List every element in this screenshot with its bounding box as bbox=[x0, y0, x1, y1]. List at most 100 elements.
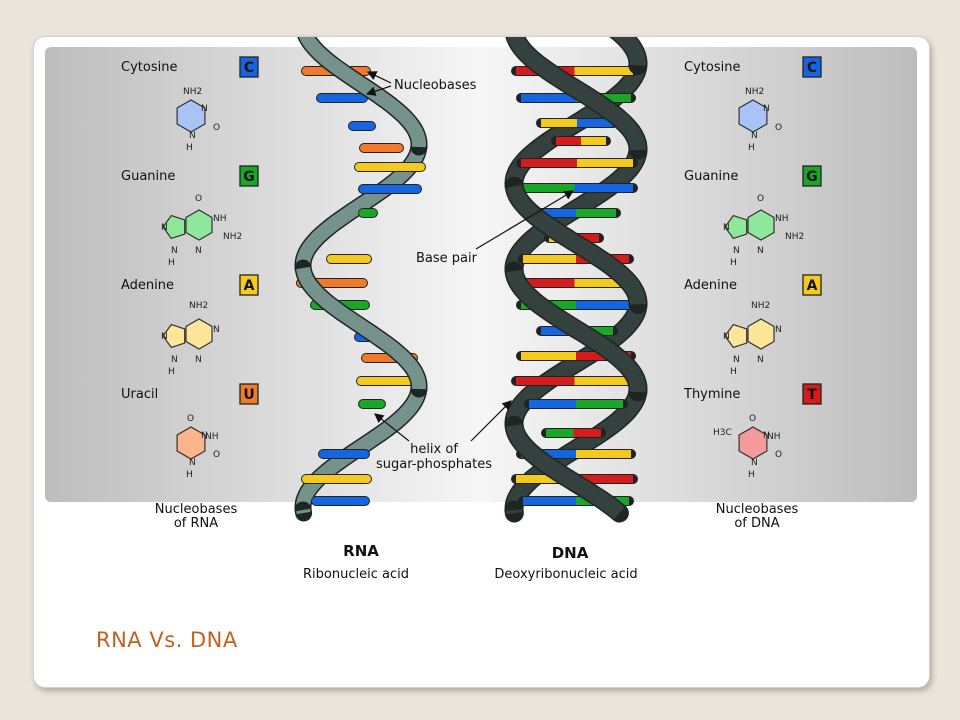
dna-badge-letter: T bbox=[807, 387, 817, 403]
atom-label: N bbox=[763, 431, 770, 441]
rna-name-uracil: Uracil bbox=[121, 387, 158, 402]
rna-badge-letter: C bbox=[244, 60, 254, 76]
rna-name-adenine: Adenine bbox=[121, 278, 174, 293]
atom-label: H bbox=[730, 367, 737, 377]
rna-badge-C bbox=[239, 56, 259, 78]
purine-six-ring bbox=[747, 318, 775, 350]
dna-badge-A bbox=[802, 274, 822, 296]
atom-label: N bbox=[161, 332, 168, 342]
atom-label: NH bbox=[213, 214, 227, 224]
rna-heading: of RNA bbox=[174, 516, 218, 531]
dna-badge-C bbox=[802, 56, 822, 78]
atom-label: N bbox=[763, 104, 770, 114]
atom-label: N bbox=[723, 332, 730, 342]
atom-label: H3C bbox=[713, 428, 732, 438]
dna-badge-G bbox=[802, 165, 822, 187]
atom-label: NH2 bbox=[189, 301, 208, 311]
atom-label: N bbox=[213, 325, 220, 335]
atom-label: H bbox=[168, 367, 175, 377]
rna-title: RNA bbox=[343, 542, 379, 560]
rna-subtitle: Ribonucleic acid bbox=[303, 567, 409, 582]
dna-name-adenine: Adenine bbox=[684, 278, 737, 293]
atom-label: N bbox=[171, 355, 178, 365]
rna-backbone bbox=[296, 508, 311, 515]
rna-badge-letter: A bbox=[244, 278, 255, 294]
atom-label: O bbox=[213, 450, 220, 460]
dna-backbone-b bbox=[506, 184, 646, 305]
purine-five-ring bbox=[724, 323, 748, 349]
base-pair-annotation: Base pair bbox=[416, 251, 478, 266]
pyrimidine-ring bbox=[176, 426, 206, 460]
dna-name-cytosine: Cytosine bbox=[684, 60, 740, 75]
pyrimidine-ring bbox=[176, 99, 206, 133]
atom-label: NH2 bbox=[745, 87, 764, 97]
dna-name-guanine: Guanine bbox=[684, 169, 738, 184]
rna-heading: Nucleobases bbox=[155, 502, 238, 517]
dna-heading: of DNA bbox=[734, 516, 779, 531]
atom-label: O bbox=[213, 123, 220, 133]
atom-label: O bbox=[757, 194, 764, 204]
purine-five-ring bbox=[162, 323, 186, 349]
rna-name-cytosine: Cytosine bbox=[121, 60, 177, 75]
atom-label: H bbox=[168, 258, 175, 268]
atom-label: NH2 bbox=[223, 232, 242, 242]
dna-name-thymine: Thymine bbox=[683, 387, 740, 402]
dna-backbone-b bbox=[506, 424, 625, 520]
atom-label: N bbox=[751, 131, 758, 141]
atom-label: O bbox=[749, 414, 756, 424]
atom-label: H bbox=[748, 143, 755, 153]
atom-label: N bbox=[733, 246, 740, 256]
atom-label: NH2 bbox=[751, 301, 770, 311]
purine-six-ring bbox=[747, 209, 775, 241]
dna-backbone-b bbox=[505, 303, 646, 426]
atom-label: NH2 bbox=[785, 232, 804, 242]
dna-badge-T bbox=[802, 383, 822, 405]
purine-six-ring bbox=[185, 318, 213, 350]
pyrimidine-ring bbox=[738, 426, 768, 460]
rna-backbone bbox=[296, 266, 427, 390]
atom-label: NH bbox=[767, 432, 781, 442]
atom-label: N bbox=[195, 246, 202, 256]
purine-five-ring bbox=[724, 214, 748, 240]
dna-title: DNA bbox=[552, 544, 589, 562]
atom-label: O bbox=[195, 194, 202, 204]
atom-label: N bbox=[201, 104, 208, 114]
dna-badge-letter: A bbox=[807, 278, 818, 294]
atom-label: N bbox=[189, 131, 196, 141]
atom-label: N bbox=[751, 458, 758, 468]
nucleobases-annotation: Nucleobases bbox=[394, 78, 477, 93]
atom-label: N bbox=[757, 355, 764, 365]
atom-label: H bbox=[186, 143, 193, 153]
atom-label: N bbox=[723, 223, 730, 233]
helix-annotation: sugar-phosphates bbox=[376, 457, 492, 472]
atom-label: NH2 bbox=[183, 87, 202, 97]
atom-label: N bbox=[195, 355, 202, 365]
atom-label: O bbox=[775, 450, 782, 460]
arrow-to-nucleobase bbox=[365, 85, 392, 96]
dna-backbone-a bbox=[507, 37, 646, 151]
rna-badge-U bbox=[239, 383, 259, 405]
dna-badge-letter: G bbox=[806, 169, 818, 185]
purine-six-ring bbox=[185, 209, 213, 241]
rna-badge-A bbox=[239, 274, 259, 296]
atom-label: N bbox=[201, 431, 208, 441]
atom-label: O bbox=[187, 414, 194, 424]
purine-five-ring bbox=[162, 214, 186, 240]
arrow-to-base-pair bbox=[475, 190, 575, 250]
atom-label: NH bbox=[205, 432, 219, 442]
atom-label: N bbox=[775, 325, 782, 335]
dna-subtitle: Deoxyribonucleic acid bbox=[494, 567, 637, 582]
dna-backbone-a bbox=[506, 269, 647, 393]
slide-title: RNA Vs. DNA bbox=[96, 628, 238, 652]
atom-label: NH bbox=[775, 214, 789, 224]
arrow-to-nucleobase bbox=[366, 71, 392, 84]
rna-badge-letter: G bbox=[243, 169, 255, 185]
atom-label: N bbox=[733, 355, 740, 365]
dna-badge-letter: C bbox=[807, 60, 817, 76]
